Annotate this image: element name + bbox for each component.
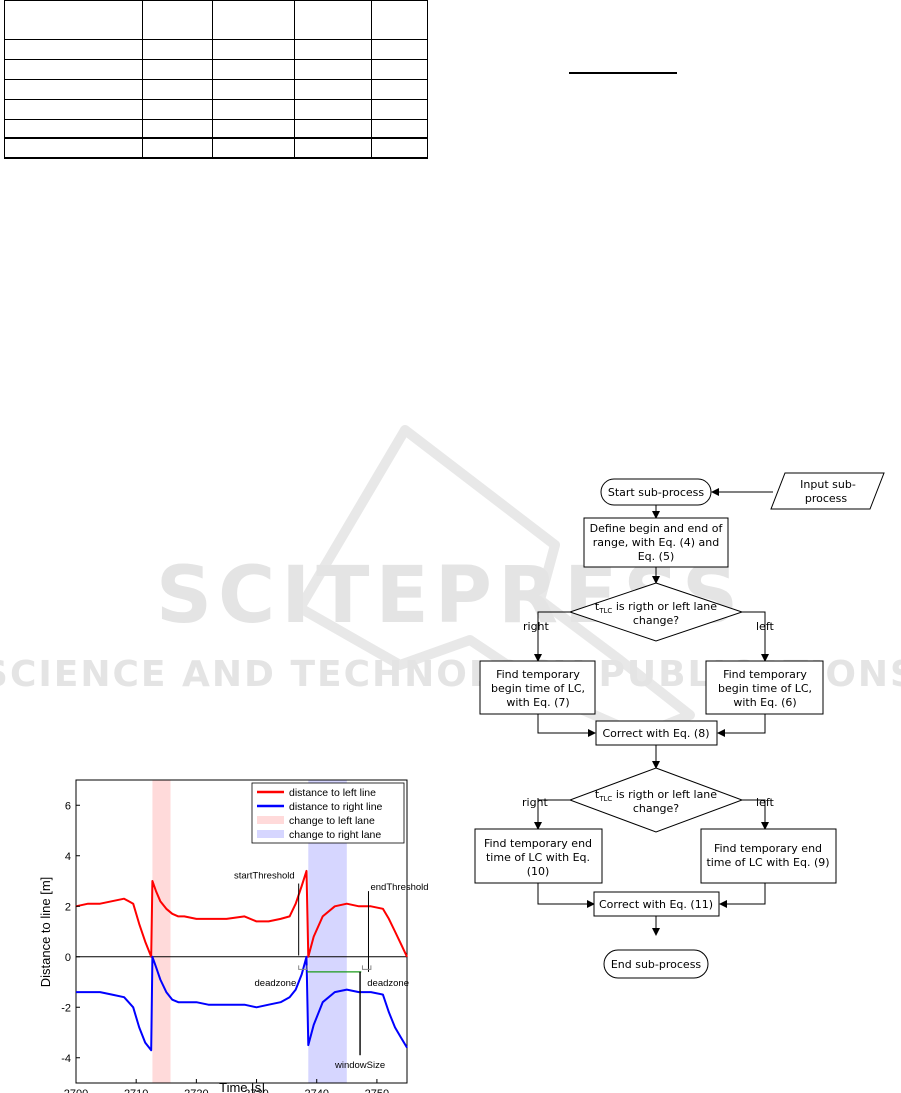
flow-begin-left-box bbox=[705, 660, 824, 715]
flow-correct-11-label: Correct with Eq. (11) bbox=[599, 898, 713, 911]
flow-arrow bbox=[537, 883, 595, 908]
x-axis-label: Time [s] bbox=[219, 1080, 265, 1093]
plot-legend: distance to left line distance to right … bbox=[251, 782, 405, 844]
flow-arrow bbox=[742, 611, 769, 662]
flow-end-label: End sub-process bbox=[611, 958, 702, 971]
flow-define-label: Define begin and end of bbox=[590, 522, 724, 535]
table-rule bbox=[4, 157, 428, 159]
flow-decision-2-label: change? bbox=[633, 802, 679, 815]
table-rule bbox=[4, 0, 5, 159]
flow-define-range-box bbox=[583, 517, 729, 568]
flow-arrow bbox=[534, 611, 570, 662]
lane-change-flowchart: Start sub-process Input sub- process Def… bbox=[474, 472, 885, 979]
x-tick-label: 2720 bbox=[184, 1088, 208, 1093]
table-rule bbox=[4, 99, 428, 100]
flow-right-label: right bbox=[523, 620, 550, 633]
flow-arrow bbox=[537, 714, 596, 737]
flow-decision-1-label: tTLC is rigth or left lane bbox=[595, 600, 717, 615]
y-tick-label: -2 bbox=[61, 1002, 71, 1014]
y-tick-label: 2 bbox=[65, 901, 71, 913]
deadzone-label-right: deadzone bbox=[367, 978, 409, 989]
table-rule bbox=[142, 0, 143, 159]
legend-swatch-right-lane bbox=[257, 830, 284, 838]
table-rule bbox=[4, 39, 428, 40]
deadzone-bracket-right bbox=[361, 965, 372, 970]
deadzone-bracket-left bbox=[298, 965, 308, 970]
flow-end-right-label: (10) bbox=[527, 865, 550, 878]
legend-label: distance to left line bbox=[289, 787, 376, 799]
flow-end-right-label: time of LC with Eq. bbox=[486, 851, 590, 864]
table-rule bbox=[294, 0, 295, 159]
flow-correct-8-box bbox=[595, 720, 718, 746]
series-line bbox=[76, 955, 408, 1052]
end-threshold-label: endThreshold bbox=[370, 882, 428, 893]
flow-arrow bbox=[534, 799, 570, 830]
legend-label: distance to right line bbox=[289, 801, 383, 813]
start-threshold-label: startThreshold bbox=[234, 870, 295, 881]
flow-decision-2 bbox=[568, 767, 744, 833]
table-rule bbox=[4, 59, 428, 60]
text-underline bbox=[569, 72, 677, 74]
flow-start-label: Start sub-process bbox=[608, 486, 705, 499]
x-tick-label: 2730 bbox=[244, 1088, 268, 1093]
table-rule bbox=[212, 0, 213, 159]
flow-define-label: Eq. (5) bbox=[638, 550, 675, 563]
flow-decision-1-label: change? bbox=[633, 614, 679, 627]
data-table bbox=[4, 0, 428, 159]
x-tick-label: 2710 bbox=[124, 1088, 148, 1093]
flow-end-left-label: time of LC with Eq. (9) bbox=[706, 856, 829, 869]
flow-begin-left-label: Find temporary bbox=[723, 668, 807, 681]
legend-swatch-left-lane bbox=[257, 816, 284, 824]
flow-decision-1 bbox=[568, 582, 744, 642]
lane-change-plot: 2700 2710 2720 2730 2740 2750 -4 -2 0 2 4 6 startTh… bbox=[38, 779, 429, 1093]
flow-input-parallelogram bbox=[770, 472, 885, 510]
legend-label: change to right lane bbox=[289, 829, 381, 841]
flow-end-right-label: Find temporary end bbox=[484, 837, 592, 850]
table-rule bbox=[4, 137, 428, 139]
flow-arrow bbox=[719, 883, 766, 908]
flow-begin-left-label: with Eq. (6) bbox=[733, 696, 796, 709]
flow-begin-left-label: begin time of LC, bbox=[718, 682, 812, 695]
x-tick-label: 2750 bbox=[365, 1088, 389, 1093]
legend-label: change to left lane bbox=[289, 815, 375, 827]
flow-correct-8-label: Correct with Eq. (8) bbox=[603, 727, 710, 740]
deadzone-label-left: deadzone bbox=[255, 978, 297, 989]
flow-end-left-box bbox=[700, 828, 837, 884]
x-tick-label: 2700 bbox=[64, 1088, 88, 1093]
x-tick-label: 2740 bbox=[304, 1088, 328, 1093]
y-tick-label: 0 bbox=[65, 952, 71, 964]
flow-left-label: left bbox=[756, 796, 775, 809]
series-line bbox=[75, 869, 408, 958]
flow-decision-2-label: tTLC is rigth or left lane bbox=[595, 788, 717, 803]
flow-begin-right-label: begin time of LC, bbox=[491, 682, 585, 695]
y-tick-label: 4 bbox=[65, 851, 71, 863]
flow-left-label: left bbox=[756, 620, 775, 633]
y-tick-label: -4 bbox=[61, 1053, 71, 1065]
flow-end-right-box bbox=[474, 828, 603, 884]
flow-arrow bbox=[717, 714, 766, 737]
table-rule bbox=[4, 79, 428, 80]
flow-end-terminal bbox=[603, 949, 709, 979]
plot-frame bbox=[75, 779, 408, 1084]
window-size-label: windowSize bbox=[334, 1060, 385, 1071]
flow-start-terminal bbox=[600, 478, 712, 506]
flow-begin-right-label: Find temporary bbox=[496, 668, 580, 681]
flow-end-left-label: Find temporary end bbox=[714, 842, 822, 855]
flow-arrow bbox=[742, 799, 769, 830]
flow-correct-11-box bbox=[593, 891, 720, 917]
flow-begin-right-label: with Eq. (7) bbox=[506, 696, 569, 709]
flow-define-label: range, with Eq. (4) and bbox=[593, 536, 720, 549]
y-tick-label: 6 bbox=[65, 800, 71, 812]
table-rule bbox=[4, 0, 428, 1]
y-axis-label: Distance to line [m] bbox=[38, 877, 53, 988]
flow-input-label: Input sub- bbox=[800, 478, 856, 491]
table-rule bbox=[427, 0, 428, 159]
shaded-region bbox=[152, 780, 171, 1083]
flow-right-label: right bbox=[522, 796, 549, 809]
flow-begin-right-box bbox=[479, 660, 596, 715]
table-rule bbox=[371, 0, 372, 159]
flow-input-label: process bbox=[805, 492, 848, 505]
table-rule bbox=[4, 119, 428, 120]
